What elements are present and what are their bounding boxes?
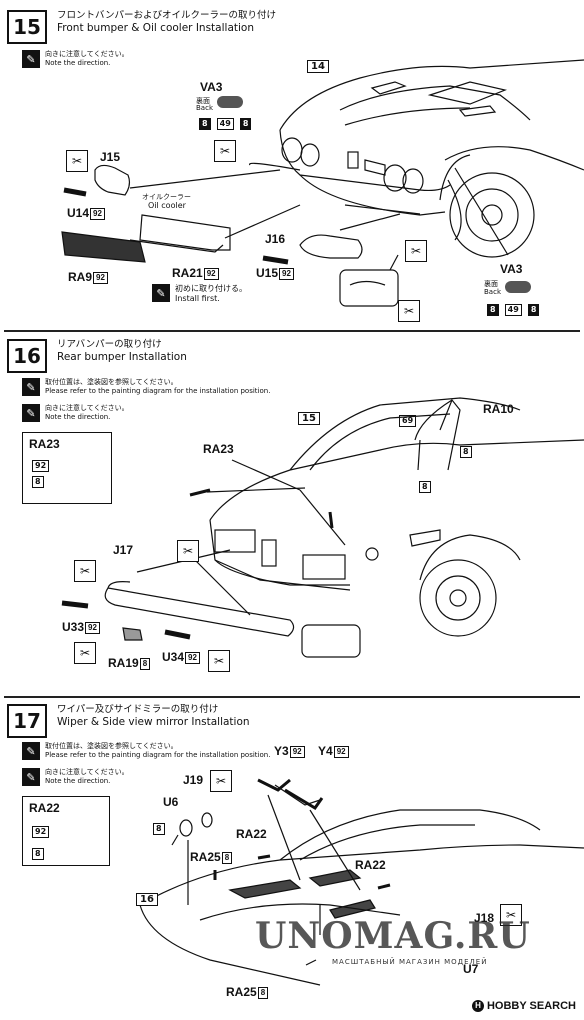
step-number: 16 <box>7 339 47 373</box>
note-direction: ✎ 向きに注意してください。 Note the direction. <box>22 50 129 68</box>
oil-cooler-jp: オイルクーラー <box>142 193 191 201</box>
s16-bumper <box>104 587 295 637</box>
note-direction: ✎ 向きに注意してください。 Note the direction. <box>22 768 129 786</box>
j17-label: J17 <box>113 543 134 557</box>
ref-step-16: 16 <box>136 893 158 906</box>
va3-bottom-en: Back <box>484 288 501 296</box>
j18-label: J18 <box>474 911 495 925</box>
step-title-jp: ワイパー及びサイドミラーの取り付け <box>57 704 219 715</box>
install-first-note: ✎ 初めに取り付ける。 Install first. <box>152 284 247 304</box>
cement-icon: ✂ <box>500 904 522 926</box>
step-15-header: 15 フロントバンパーおよびオイルクーラーの取り付け Front bumper … <box>7 10 276 44</box>
va3-top-nums: 8 49 8 <box>198 113 252 132</box>
oil-cooler-en: Oil cooler <box>148 201 186 210</box>
u7-label: U7 <box>463 962 479 976</box>
step-16-header: 16 リアバンパーの取り付け Rear bumper Installation <box>7 339 187 373</box>
cement-icon: ✂ <box>405 240 427 262</box>
va3-decal-icon <box>505 281 531 293</box>
step-title-en: Front bumper & Oil cooler Installation <box>57 22 254 34</box>
va3-top-en: Back <box>196 104 213 112</box>
step-number: 15 <box>7 10 47 44</box>
note-jp: 向きに注意してください。 <box>45 50 129 58</box>
cement-icon: ✂ <box>214 140 236 162</box>
watermark-main: UNOMAG.RU <box>255 915 531 957</box>
cement-icon: ✂ <box>74 642 96 664</box>
ra23-label: RA23 <box>203 442 234 456</box>
va3-bottom-jp: 裏面 <box>484 280 498 288</box>
cement-icon: ✂ <box>208 650 230 672</box>
hobby-search-icon: H <box>471 1000 484 1012</box>
watermark-sub: МАСШТАБНЫЙ МАГАЗИН МОДЕЛЕЙ <box>332 958 488 966</box>
step-number: 17 <box>7 704 47 738</box>
ra22-label-b: RA22 <box>355 858 386 872</box>
note-painting: ✎ 取付位置は、塗装図を参照してください。 Please refer to th… <box>22 378 270 396</box>
cement-icon: ✂ <box>210 770 232 792</box>
glue-icon: ✎ <box>22 742 40 760</box>
ref-step-14: 14 <box>307 60 329 73</box>
note-en: Note the direction. <box>45 59 111 67</box>
ra23-part-box: RA23 92 8 <box>22 432 112 504</box>
u6-label: U6 <box>163 795 179 809</box>
cement-icon: ✂ <box>74 560 96 582</box>
step-title-en: Wiper & Side view mirror Installation <box>57 716 250 728</box>
note-direction: ✎ 向きに注意してください。 Note the direction. <box>22 404 129 422</box>
s15-bumper <box>94 164 131 196</box>
section-divider <box>4 696 580 698</box>
j16-label: J16 <box>265 232 286 246</box>
cement-icon: ✂ <box>66 150 88 172</box>
glue-icon: ✎ <box>152 284 170 302</box>
va3-top-jp: 裏面 <box>196 97 210 105</box>
step-title-jp: フロントバンパーおよびオイルクーラーの取り付け <box>57 10 276 21</box>
glue-icon: ✎ <box>22 50 40 68</box>
glue-icon: ✎ <box>22 768 40 786</box>
step-17-header: 17 ワイパー及びサイドミラーの取り付け Wiper & Side view m… <box>7 704 250 738</box>
step-title-jp: リアバンパーの取り付け <box>57 339 162 350</box>
glue-icon: ✎ <box>22 378 40 396</box>
ra22-part-box: RA22 92 8 <box>22 796 110 866</box>
j15-label: J15 <box>100 150 121 164</box>
cement-icon: ✂ <box>398 300 420 322</box>
cement-icon: ✂ <box>177 540 199 562</box>
va3-bottom-label: VA3 <box>500 262 523 276</box>
hobby-search-text: HOBBY SEARCH <box>486 1000 576 1012</box>
va3-decal-icon <box>217 96 243 108</box>
va3-top-label: VA3 <box>200 80 223 94</box>
hobby-search-logo: H HOBBY SEARCH <box>471 1000 576 1012</box>
step-title-en: Rear bumper Installation <box>57 351 187 363</box>
ref-step-15: 15 <box>298 412 320 425</box>
note-painting: ✎ 取付位置は、塗装図を参照してください。 Please refer to th… <box>22 742 270 760</box>
j19-label: J19 <box>183 773 204 787</box>
s16-car-body <box>209 439 584 521</box>
ra22-label-a: RA22 <box>236 827 267 841</box>
ra10-label: RA10 <box>483 402 514 416</box>
section-divider <box>4 330 580 332</box>
glue-icon: ✎ <box>22 404 40 422</box>
va3-bottom-nums: 8 49 8 <box>486 299 540 318</box>
s15-car-body <box>279 59 584 131</box>
